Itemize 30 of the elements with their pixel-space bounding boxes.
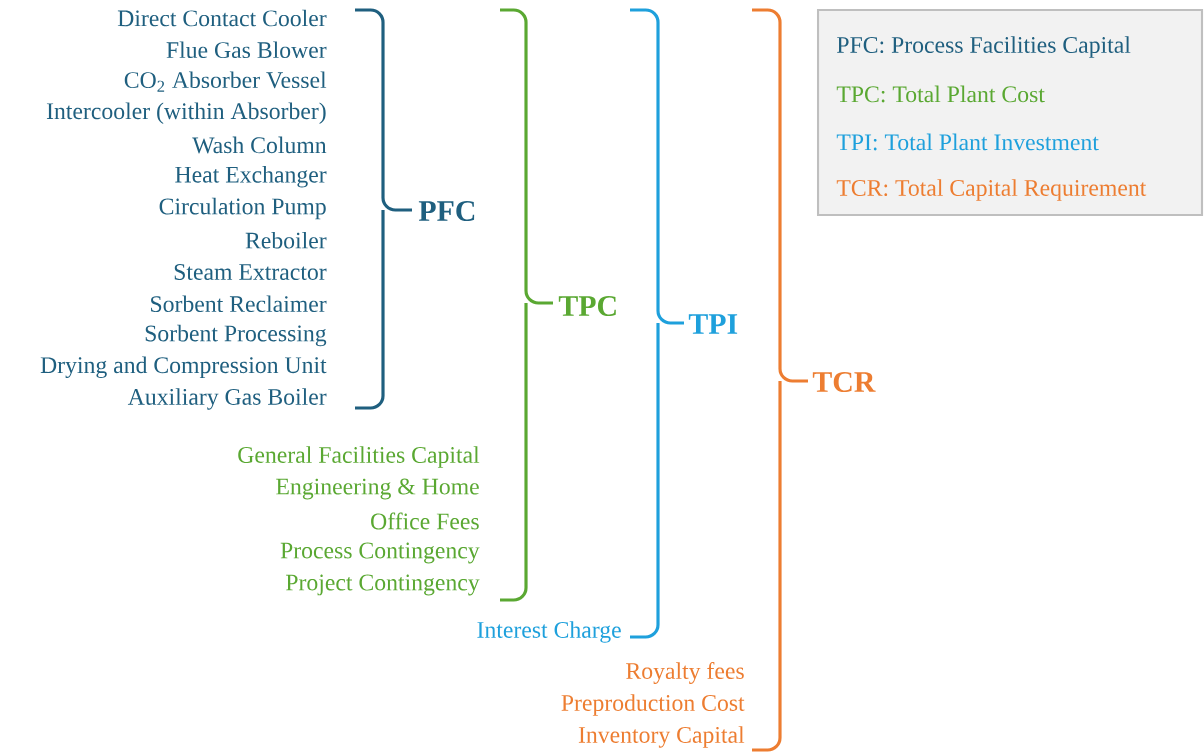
cost-item: Sorbent Reclaimer [151, 295, 327, 313]
cost-item: Interest Charge [477, 621, 621, 643]
cost-item: Wash Column [192, 136, 327, 154]
cost-item: Sorbent Processing [145, 324, 327, 347]
cost-item: Intercooler (within Absorber) [46, 102, 326, 124]
total-label: TCR [812, 371, 876, 393]
cost-item: Auxiliary Gas Boiler [127, 388, 327, 410]
cost-item: Engineering & Home [276, 478, 479, 500]
cost-item: CO$_{2}$ Absorber Vessel [124, 71, 327, 92]
cost-item: Process Contingency [280, 542, 480, 564]
cost-item: Preproduction Cost [561, 694, 745, 716]
cost-item: Project Contingency [286, 574, 480, 596]
cost-item: General Facilities Capital [238, 446, 480, 468]
cost-item: Steam Extractor [174, 264, 327, 280]
legend-entry: TCR: Total Capital Requirement [836, 179, 1147, 201]
total-label: TPC [558, 295, 616, 317]
cost-item: Reboiler [245, 231, 327, 249]
cost-item: Direct Contact Cooler [117, 9, 327, 27]
cost-item: Flue Gas Blower [166, 41, 327, 59]
cost-item: Office Fees [371, 512, 479, 530]
cost-item: Royalty fees [626, 662, 744, 684]
total-label: TPI [688, 314, 738, 334]
legend-entry: PFC: Process Facilities Capital [837, 36, 1131, 58]
cost-item: Circulation Pump [159, 197, 326, 220]
cost-item: Drying and Compression Unit [40, 356, 327, 379]
cost-item: Heat Exchanger [175, 166, 327, 188]
legend-entry: TPI: Total Plant Investment [836, 133, 1099, 151]
cost-item: Inventory Capital [578, 726, 745, 748]
total-label: PFC [418, 200, 475, 222]
legend-entry: TPC: Total Plant Cost [836, 85, 1045, 103]
